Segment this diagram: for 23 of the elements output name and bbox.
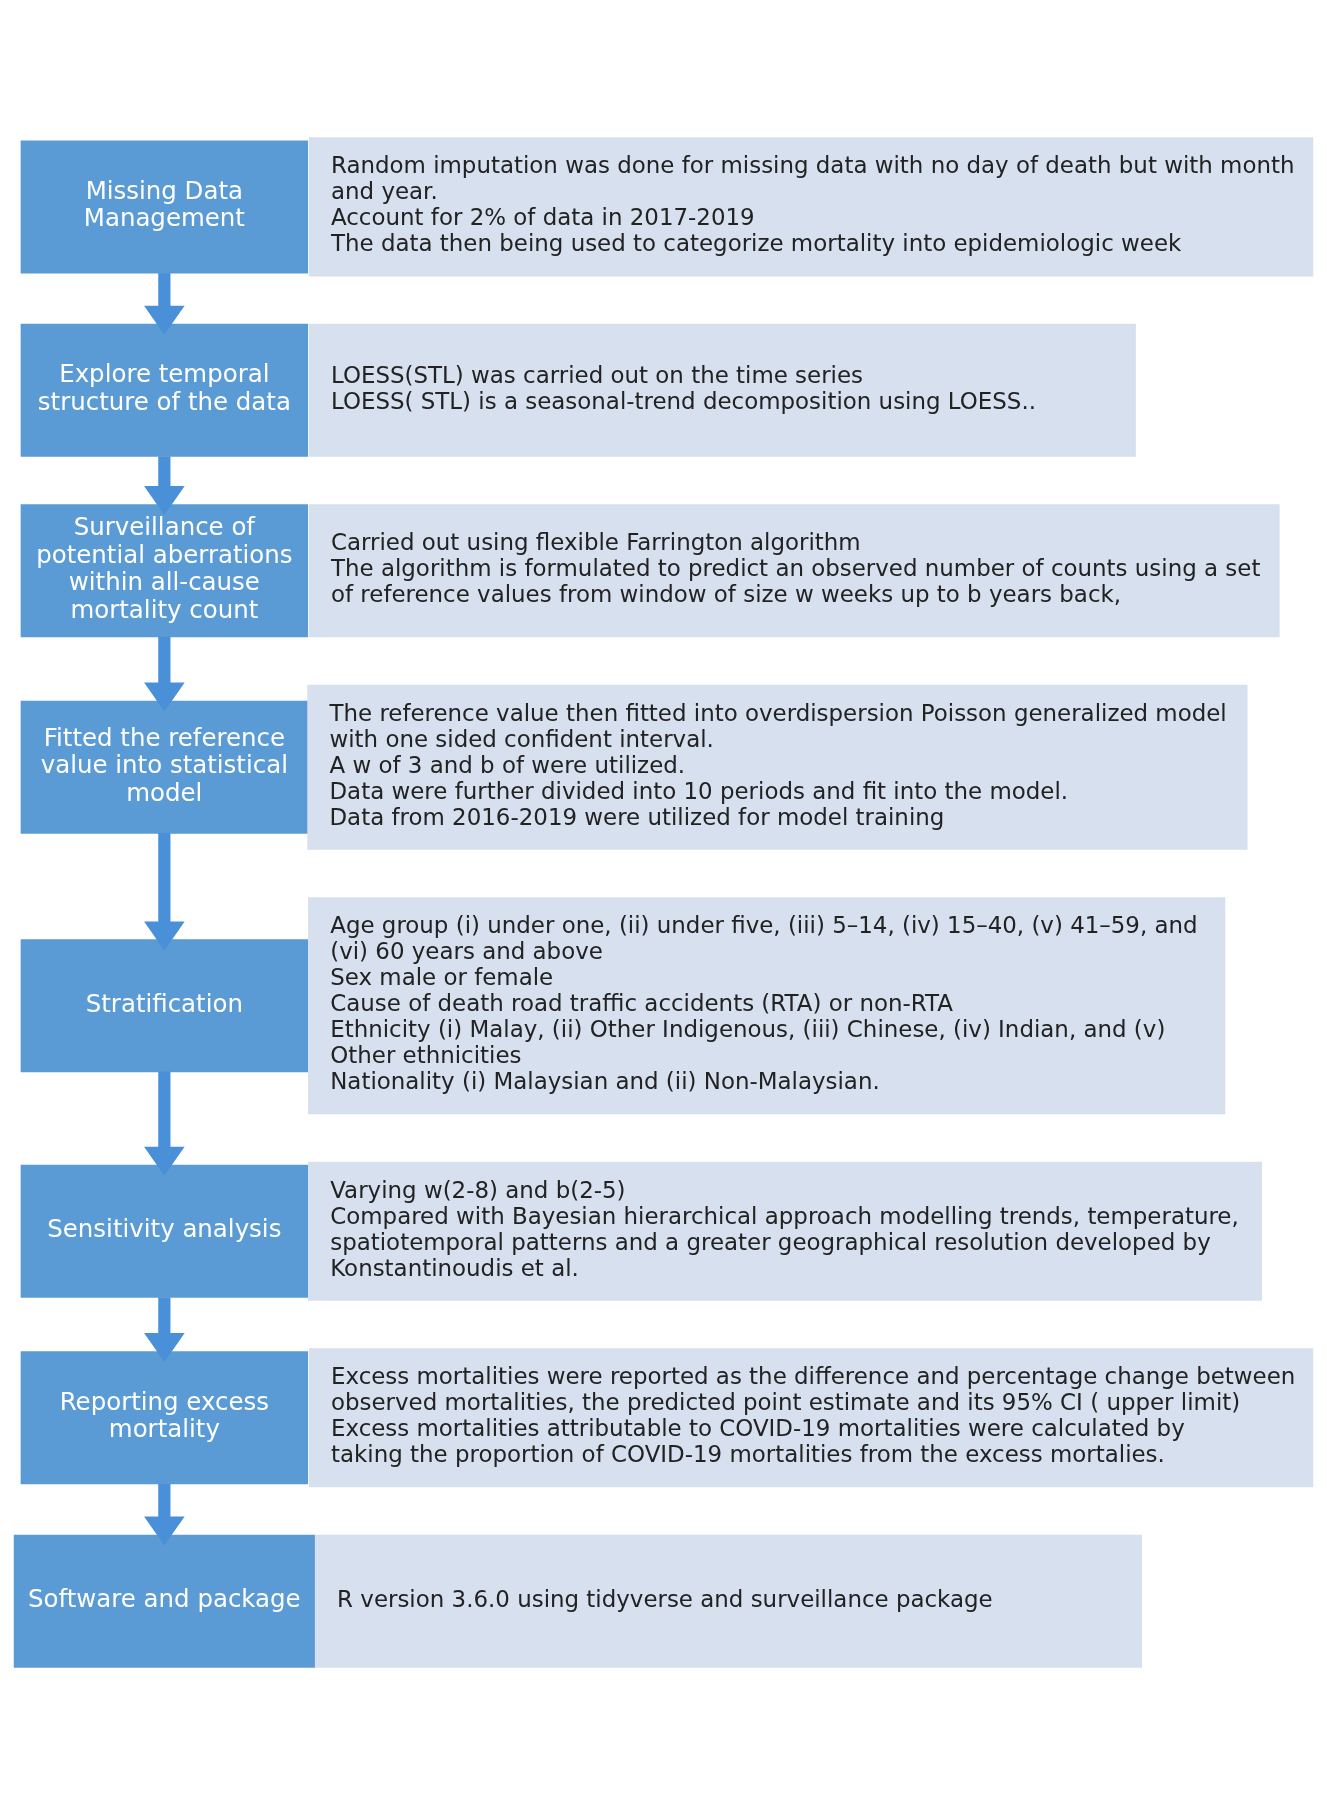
node-box: Explore temporal structure of the data — [20, 323, 309, 457]
node-box: R version 3.6.0 using tidyverse and surveillance package — [314, 1534, 1142, 1668]
node-box: Stratification — [20, 938, 309, 1072]
node-box: The reference value then fitted into overdispersion Poisson generalized model with one sided confident interval. A w of 3 and b of were utilized. Data were further divided into 10 periods and fit into the model. Data from 2016-2019 were utilized for model training — [307, 684, 1248, 850]
arrow — [144, 1296, 185, 1362]
node-box: Excess mortalities were reported as the difference and percentage change between observed mortalities, the predicted point estimate and its 95% CI ( upper limit) Excess mortalities attributable to COVID-19 mortalities were calculated by taking the proportion of COVID-19 mortalities from the excess mortalies. — [308, 1347, 1314, 1487]
arrow — [144, 455, 185, 515]
node-box: Age group (i) under one, (ii) under five, (iii) 5–14, (iv) 15–40, (v) 41–59, and (vi) 60 years and above Sex male or female Cause of death road traffic accidents (RTA) or non-RTA Ethnicity (i) Malay, (ii) Other Indigenous, (iii) Chinese, (iv) Indian, and (v) Other ethnicities Nationality (i) Malaysian and (ii) Non-Malaysian. — [308, 896, 1226, 1114]
node-box: Varying w(2-8) and b(2-5) Compared with Bayesian hierarchical approach modelling trends, temperature, spatiotemporal patterns and a greater geographical resolution developed by Konstantinoudis et al. — [308, 1161, 1262, 1301]
node-box: Carried out using flexible Farrington algorithm The algorithm is formulated to predict an observed number of counts using a set of reference values from window of size w weeks up to b years back, — [308, 503, 1280, 637]
node-box: Random imputation was done for missing data with no day of death but with month and year. Account for 2% of data in 2017-2019 The data then being used to categorize mortality into epidemiologic week — [308, 136, 1314, 276]
node-box: Software and package — [13, 1534, 315, 1668]
node-box: Reporting excess mortality — [20, 1350, 309, 1484]
node-box: Fitted the reference value into statistical model — [20, 700, 309, 834]
arrow — [144, 832, 185, 951]
arrow — [144, 272, 185, 335]
arrow — [144, 636, 185, 712]
node-box: LOESS(STL) was carried out on the time series LOESS( STL) is a seasonal-trend decomposition using LOESS.. — [308, 323, 1136, 457]
arrow — [144, 1071, 185, 1176]
node-box: Surveillance of potential aberrations within all-cause mortality count — [20, 503, 309, 637]
node-box: Sensitivity analysis — [20, 1164, 309, 1298]
node-box: Missing Data Management — [20, 139, 309, 273]
arrow — [144, 1483, 185, 1545]
